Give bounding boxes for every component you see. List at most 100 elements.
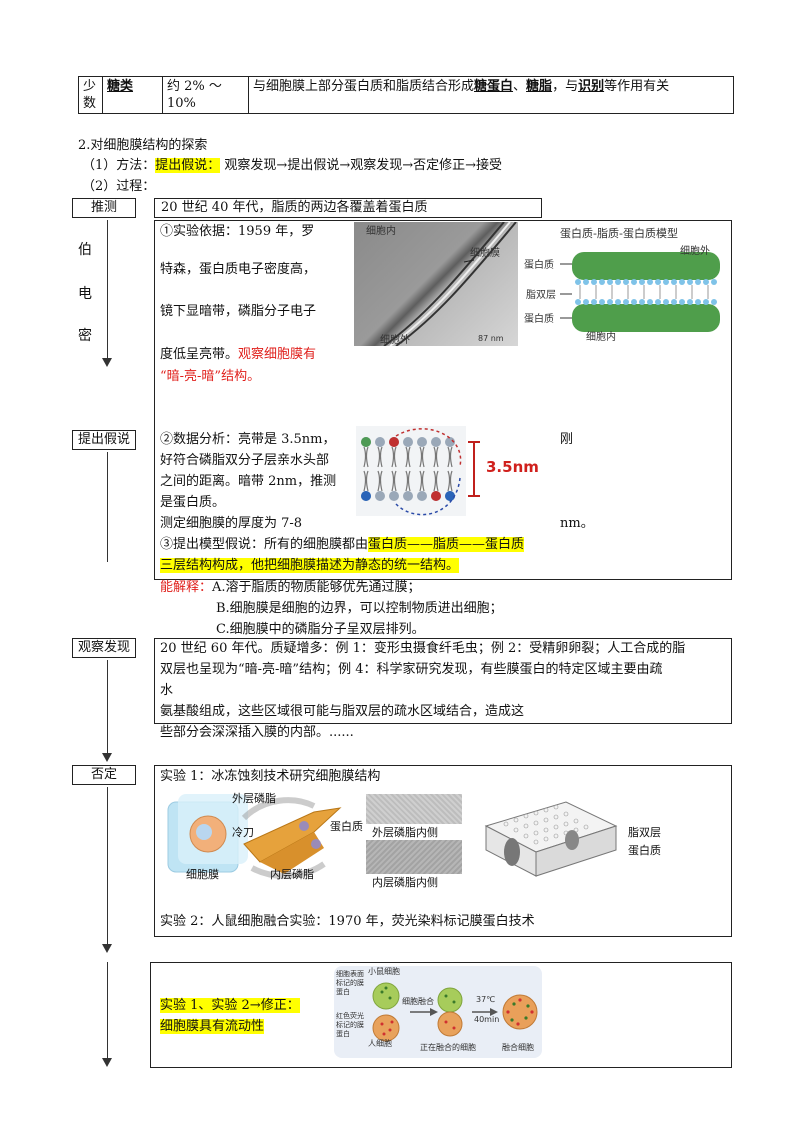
- explain-line-a: 能解释：A.溶于脂质的物质能够优先通过膜；: [160, 578, 421, 598]
- robertson-char-1: 伯: [78, 242, 92, 258]
- hypothesis-line-2: 三层结构构成，他把细胞膜描述为静态的统一结构。: [160, 556, 460, 576]
- glycolipid-term: 糖脂: [526, 79, 553, 94]
- revise-line-1: 实验 1、实验 2→修正：: [160, 996, 300, 1016]
- revise-line-2: 细胞膜具有流动性: [160, 1017, 265, 1037]
- revise-highlight-1: 实验 1、实验 2→修正：: [160, 998, 300, 1013]
- table-cell-percent: 约 2% ～10%: [162, 76, 249, 114]
- category-text: 少数: [83, 79, 97, 111]
- evidence-line-4: 度低呈亮带。观察细胞膜有: [160, 345, 316, 365]
- label-bilayer: 脂双层: [628, 826, 661, 839]
- sep-text: 、: [513, 79, 527, 94]
- model-title: 蛋白质-脂质-蛋白质模型: [560, 227, 678, 240]
- guess-box: 20 世纪 40 年代，脂质的两边各覆盖着蛋白质: [154, 198, 542, 218]
- arrow-down-icon: [102, 358, 112, 367]
- observe-line-3: 水: [160, 683, 174, 698]
- label-red-marker: 红色荧光标记的膜蛋白: [336, 1012, 364, 1038]
- em-label-bottom: 细胞外: [380, 335, 410, 346]
- model-label-outside: 细胞外: [680, 246, 710, 257]
- bilayer-figure: [356, 426, 546, 526]
- robertson-char-3: 密: [78, 328, 92, 344]
- hypothesis-line-1: ③提出模型假说：所有的细胞膜都由蛋白质——脂质——蛋白质: [160, 535, 525, 555]
- freeze-fracture-svg: [167, 794, 342, 879]
- table-cell-category: 少数: [78, 76, 103, 114]
- label-guess: 推测: [72, 198, 136, 218]
- hypothesis-highlight: 三层结构构成，他把细胞膜描述为静态的统一结构。: [160, 558, 460, 573]
- measure-label: 3.5nm: [486, 458, 539, 476]
- experiment-1-line: 实验 1：冰冻蚀刻技术研究细胞膜结构: [160, 769, 381, 784]
- arrow-down-icon: [102, 753, 112, 762]
- label-inner-lipid: 内层磷脂: [270, 868, 314, 881]
- method-text: 观察发现→提出假说→观察发现→否定修正→接受: [220, 158, 502, 173]
- guess-text: 20 世纪 40 年代，脂质的两边各覆盖着蛋白质: [161, 200, 428, 215]
- em-micrograph-image: [354, 222, 518, 346]
- cell-fusion-figure: [334, 966, 542, 1058]
- observe-box: [154, 638, 732, 724]
- evidence-line-5: “暗-亮-暗”结构。: [160, 369, 261, 384]
- outer-lipid-texture-image: [366, 794, 462, 824]
- recognition-term: 识别: [578, 79, 605, 94]
- model-label-protein-bottom: 蛋白质: [524, 314, 554, 325]
- robertson-char-2: 电: [78, 286, 92, 302]
- analysis-line-5-end: nm。: [560, 516, 594, 531]
- sandwich-model-figure: [520, 222, 730, 346]
- arrow-down-icon: [102, 1058, 112, 1067]
- explain-line-b: B.细胞膜是细胞的边界，可以控制物质进出细胞；: [216, 601, 503, 616]
- section-heading: 2.对细胞膜结构的探索: [78, 138, 208, 153]
- analysis-line-4: 是蛋白质。: [160, 495, 226, 510]
- table-row: 少数 糖类 约 2% ～10% 与细胞膜上部分蛋白质和脂质结合形成糖蛋白、糖脂，…: [78, 76, 734, 114]
- observe-line-5: 些部分会深深插入膜的内部。......: [160, 725, 354, 740]
- label-protein: 蛋白质: [330, 820, 363, 833]
- bilayer-3d-svg: [484, 801, 618, 877]
- freeze-fracture-figure: [164, 788, 360, 884]
- analysis-line-1: ②数据分析：亮带是 3.5nm，: [160, 432, 336, 447]
- percent-text: 约 2% ～10%: [167, 79, 222, 111]
- bilayer-3d-figure: [476, 796, 622, 882]
- arrow-line: [107, 220, 108, 360]
- observe-line-2: 双层也呈现为“暗-亮-暗”结构；例 4：科学家研究发现，有些膜蛋白的特定区域主要…: [160, 662, 663, 677]
- sandwich-model-svg: [560, 252, 720, 332]
- sep-text: ，与: [552, 79, 579, 94]
- arrow-line: [107, 660, 108, 756]
- model-label-bilayer: 脂双层: [526, 290, 556, 301]
- method-prefix: （1）方法：: [82, 158, 156, 173]
- em-scale-bar: 87 nm: [478, 334, 504, 343]
- label-protein-2: 蛋白质: [628, 844, 661, 857]
- explain-a: A.溶于脂质的物质能够优先通过膜；: [212, 580, 421, 595]
- label-negate: 否定: [72, 765, 136, 785]
- label-outer-inner: 外层磷脂内侧: [372, 826, 438, 839]
- model-label-protein-top: 蛋白质: [524, 260, 554, 271]
- model-label-inside: 细胞内: [586, 332, 616, 343]
- evidence-red-text: 观察细胞膜有: [238, 347, 317, 362]
- analysis-line-5: 测定细胞膜的厚度为 7-8: [160, 516, 303, 531]
- arrow-line: [107, 962, 108, 1062]
- label-observe: 观察发现: [72, 638, 136, 658]
- lipid-composition-table: 少数 糖类 约 2% ～10% 与细胞膜上部分蛋白质和脂质结合形成糖蛋白、糖脂，…: [78, 76, 734, 114]
- cell-fusion-svg: [372, 982, 538, 1042]
- function-text: 与细胞膜上部分蛋白质和脂质结合形成: [253, 79, 475, 94]
- label-human-cell: 人细胞: [368, 1039, 392, 1048]
- evidence-line-2: 特森，蛋白质电子密度高，: [160, 262, 317, 277]
- em-membrane-lines: [383, 222, 517, 346]
- evidence-line-1: ①实验依据：1959 年，罗: [160, 224, 315, 239]
- arrow-line: [107, 787, 108, 947]
- em-label-top: 细胞内: [366, 226, 396, 237]
- label-fusing-cell: 正在融合的细胞: [420, 1043, 476, 1052]
- bilayer-svg: [356, 426, 480, 516]
- name-text: 糖类: [107, 79, 134, 94]
- revise-highlight-2: 细胞膜具有流动性: [160, 1019, 265, 1034]
- em-label-membrane: 细胞膜: [470, 248, 500, 259]
- inner-lipid-texture-image: [366, 840, 462, 874]
- observe-line-1: 20 世纪 60 年代。质疑增多：例 1：变形虫摄食纤毛虫；例 2：受精卵卵裂；…: [160, 641, 686, 656]
- label-membrane: 细胞膜: [186, 868, 219, 881]
- table-cell-name: 糖类: [102, 76, 163, 114]
- table-cell-function: 与细胞膜上部分蛋白质和脂质结合形成糖蛋白、糖脂，与识别等作用有关: [248, 76, 734, 114]
- hypothesis-highlight: 蛋白质——脂质——蛋白质: [368, 537, 525, 552]
- analysis-line-2: 好符合磷脂双分子层亲水头部: [160, 453, 330, 468]
- evidence-line-3: 镜下显暗带，磷脂分子电子: [160, 304, 317, 319]
- label-knife: 冷刀: [232, 826, 254, 839]
- analysis-line-3: 之间的距离。暗带 2nm，推测: [160, 474, 337, 489]
- label-fused-cell: 融合细胞: [502, 1043, 534, 1052]
- arrow-line: [107, 452, 108, 562]
- method-line: （1）方法：提出假说： 观察发现→提出假说→观察发现→否定修正→接受: [82, 156, 502, 176]
- evidence-text: 度低呈亮带。: [160, 347, 239, 362]
